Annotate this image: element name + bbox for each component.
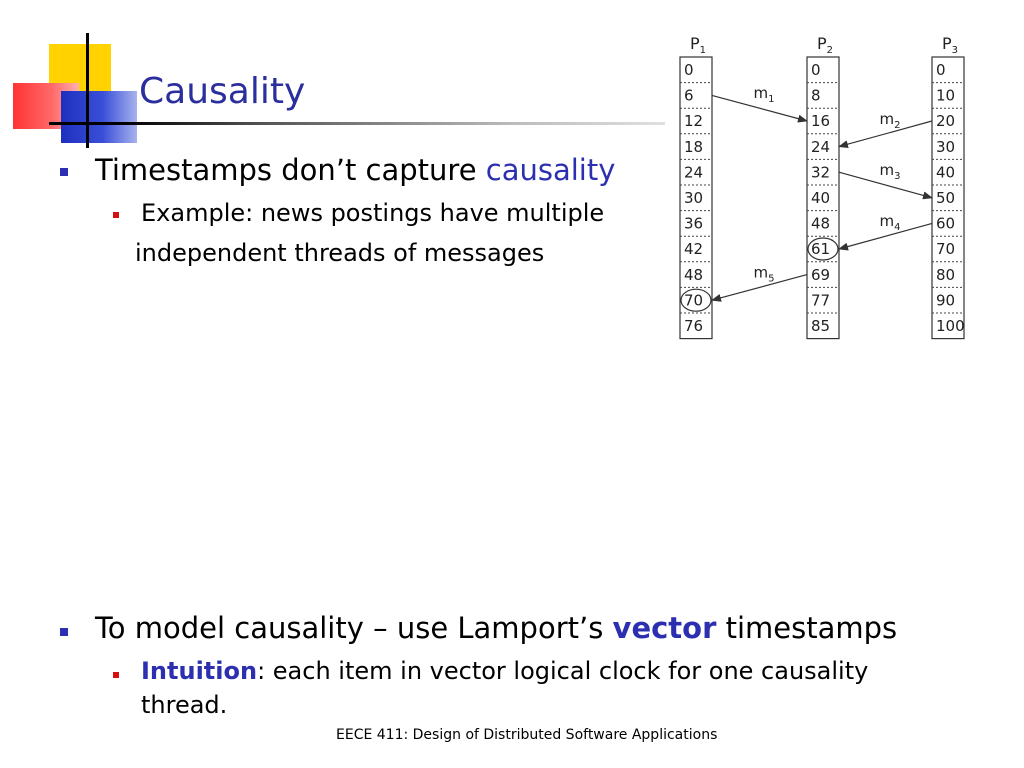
sub-bullet-2-line2: thread. [141,691,228,719]
clock-value: 61 [811,240,830,258]
message-arrow [838,171,933,200]
clock-value: 50 [936,189,955,207]
clock-value: 32 [811,163,830,181]
lamport-clock-diagram: P1 0 6 12 18 24 30 36 42 48 70 76 P2 0 8 16 24 32 40 48 61 69… [679,34,965,340]
clock-value: 6 [684,87,694,105]
clock-value: 80 [936,266,955,284]
slide-title: Causality [139,71,306,112]
sub-bullet-square [113,672,119,678]
process-label: P3 [942,34,958,56]
clock-value: 8 [811,87,821,105]
message-arrow [838,222,933,251]
message-arrow [711,94,808,123]
decor-vertical-line [86,33,89,148]
message-label: m1 [754,84,775,105]
clock-value: 40 [936,163,955,181]
sub-bullet-2-rest: : each item in vector logical clock for … [257,657,869,685]
message-label: m5 [754,263,775,284]
sub-bullet-2-bold: Intuition [141,657,258,685]
clock-value: 12 [684,112,703,130]
title-underline [49,122,665,125]
process-label: P2 [817,34,833,56]
process-column [931,56,965,340]
clock-value: 30 [684,189,703,207]
bullet-2: To model causality – use Lamport’s vecto… [95,611,897,645]
clock-value: 76 [684,317,703,335]
sub-bullet-1-line1: Example: news postings have multiple [141,199,605,227]
clock-value: 20 [936,112,955,130]
bullet-2-text-after: timestamps [716,611,898,645]
clock-value: 16 [811,112,830,130]
clock-value: 36 [684,215,703,233]
clock-value: 40 [811,189,830,207]
clock-value: 100 [936,317,965,335]
sub-bullet-1-line2: independent threads of messages [135,239,545,267]
clock-value: 70 [936,240,955,258]
message-label: m3 [880,161,901,182]
clock-value: 69 [811,266,830,284]
message-label: m2 [880,110,901,131]
clock-value: 48 [811,215,830,233]
clock-value: 30 [936,138,955,156]
process-label: P1 [690,34,706,56]
clock-value: 42 [684,240,703,258]
clock-value: 24 [811,138,830,156]
bullet-1-text: Timestamps don’t capture [95,153,486,187]
clock-value: 70 [684,291,703,309]
bullet-2-text: To model causality – use Lamport’s [95,611,613,645]
decor-blue-square [61,91,137,143]
message-label: m4 [880,212,901,233]
clock-value: 0 [684,61,694,79]
footer-text: EECE 411: Design of Distributed Software… [336,727,718,743]
bullet-square [60,168,68,176]
clock-value: 48 [684,266,703,284]
clock-value: 10 [936,87,955,105]
clock-value: 0 [811,61,821,79]
circled-value [807,237,839,261]
bullet-2-highlight: vector [612,611,717,645]
process-column [679,56,713,340]
sub-bullet-2-line1: Intuition: each item in vector logical c… [141,657,868,685]
bullet-square [60,628,68,636]
clock-value: 18 [684,138,703,156]
clock-value: 0 [936,61,946,79]
message-arrow [711,274,808,302]
bullet-1: Timestamps don’t capture causality [95,153,615,187]
message-arrow [838,120,933,149]
clock-value: 85 [811,317,830,335]
process-column [806,56,840,340]
clock-value: 90 [936,291,955,309]
clock-value: 24 [684,163,703,181]
circled-value [680,288,712,312]
clock-value: 77 [811,291,830,309]
clock-value: 60 [936,215,955,233]
sub-bullet-square [113,212,119,218]
bullet-1-highlight: causality [485,153,616,187]
